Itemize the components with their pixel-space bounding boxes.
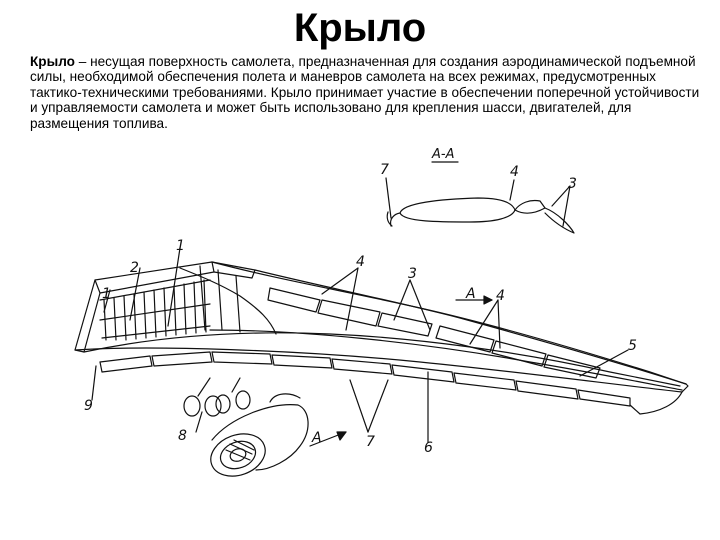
callout-4-right: 4 (496, 288, 505, 304)
callout-8: 8 (178, 428, 187, 444)
wing-diagram: А-А 4 3 7 1 2 1 4 3 4 А 5 9 8 А 7 6 (0, 140, 720, 540)
wing-outline (74, 261, 689, 415)
callout-3-section: 3 (568, 176, 577, 192)
engine-nacelle (210, 393, 309, 477)
callout-7-bottom: 7 (366, 434, 375, 450)
wing-drawing: А-А 4 3 7 1 2 1 4 3 4 А 5 9 8 А 7 6 (74, 147, 689, 477)
section-title-label: А-А (431, 147, 454, 162)
section-arrow (309, 431, 347, 447)
callout-1-top: 1 (176, 238, 185, 254)
landing-gear (183, 377, 251, 417)
callout-7-section: 7 (380, 162, 389, 178)
definition-term: Крыло (30, 54, 75, 69)
view-arrow (455, 295, 493, 305)
callout-leaders (91, 247, 629, 443)
callout-5: 5 (628, 338, 637, 354)
callout-1-left: 1 (102, 286, 111, 302)
callout-2: 2 (130, 260, 139, 276)
callout-3-top: 3 (408, 266, 417, 282)
section-arrow-label: А (311, 430, 322, 446)
section-airfoil (385, 161, 575, 234)
slide-title: Крыло (293, 6, 427, 50)
callout-9: 9 (84, 398, 93, 414)
callout-4-top: 4 (356, 254, 365, 270)
callout-4-section: 4 (510, 164, 519, 180)
callout-6: 6 (424, 440, 433, 456)
view-arrow-label: А (465, 286, 476, 302)
definition-text: – несущая поверхность самолета, предназн… (30, 54, 700, 131)
definition-paragraph: Крыло – несущая поверхность самолета, пр… (30, 54, 702, 131)
